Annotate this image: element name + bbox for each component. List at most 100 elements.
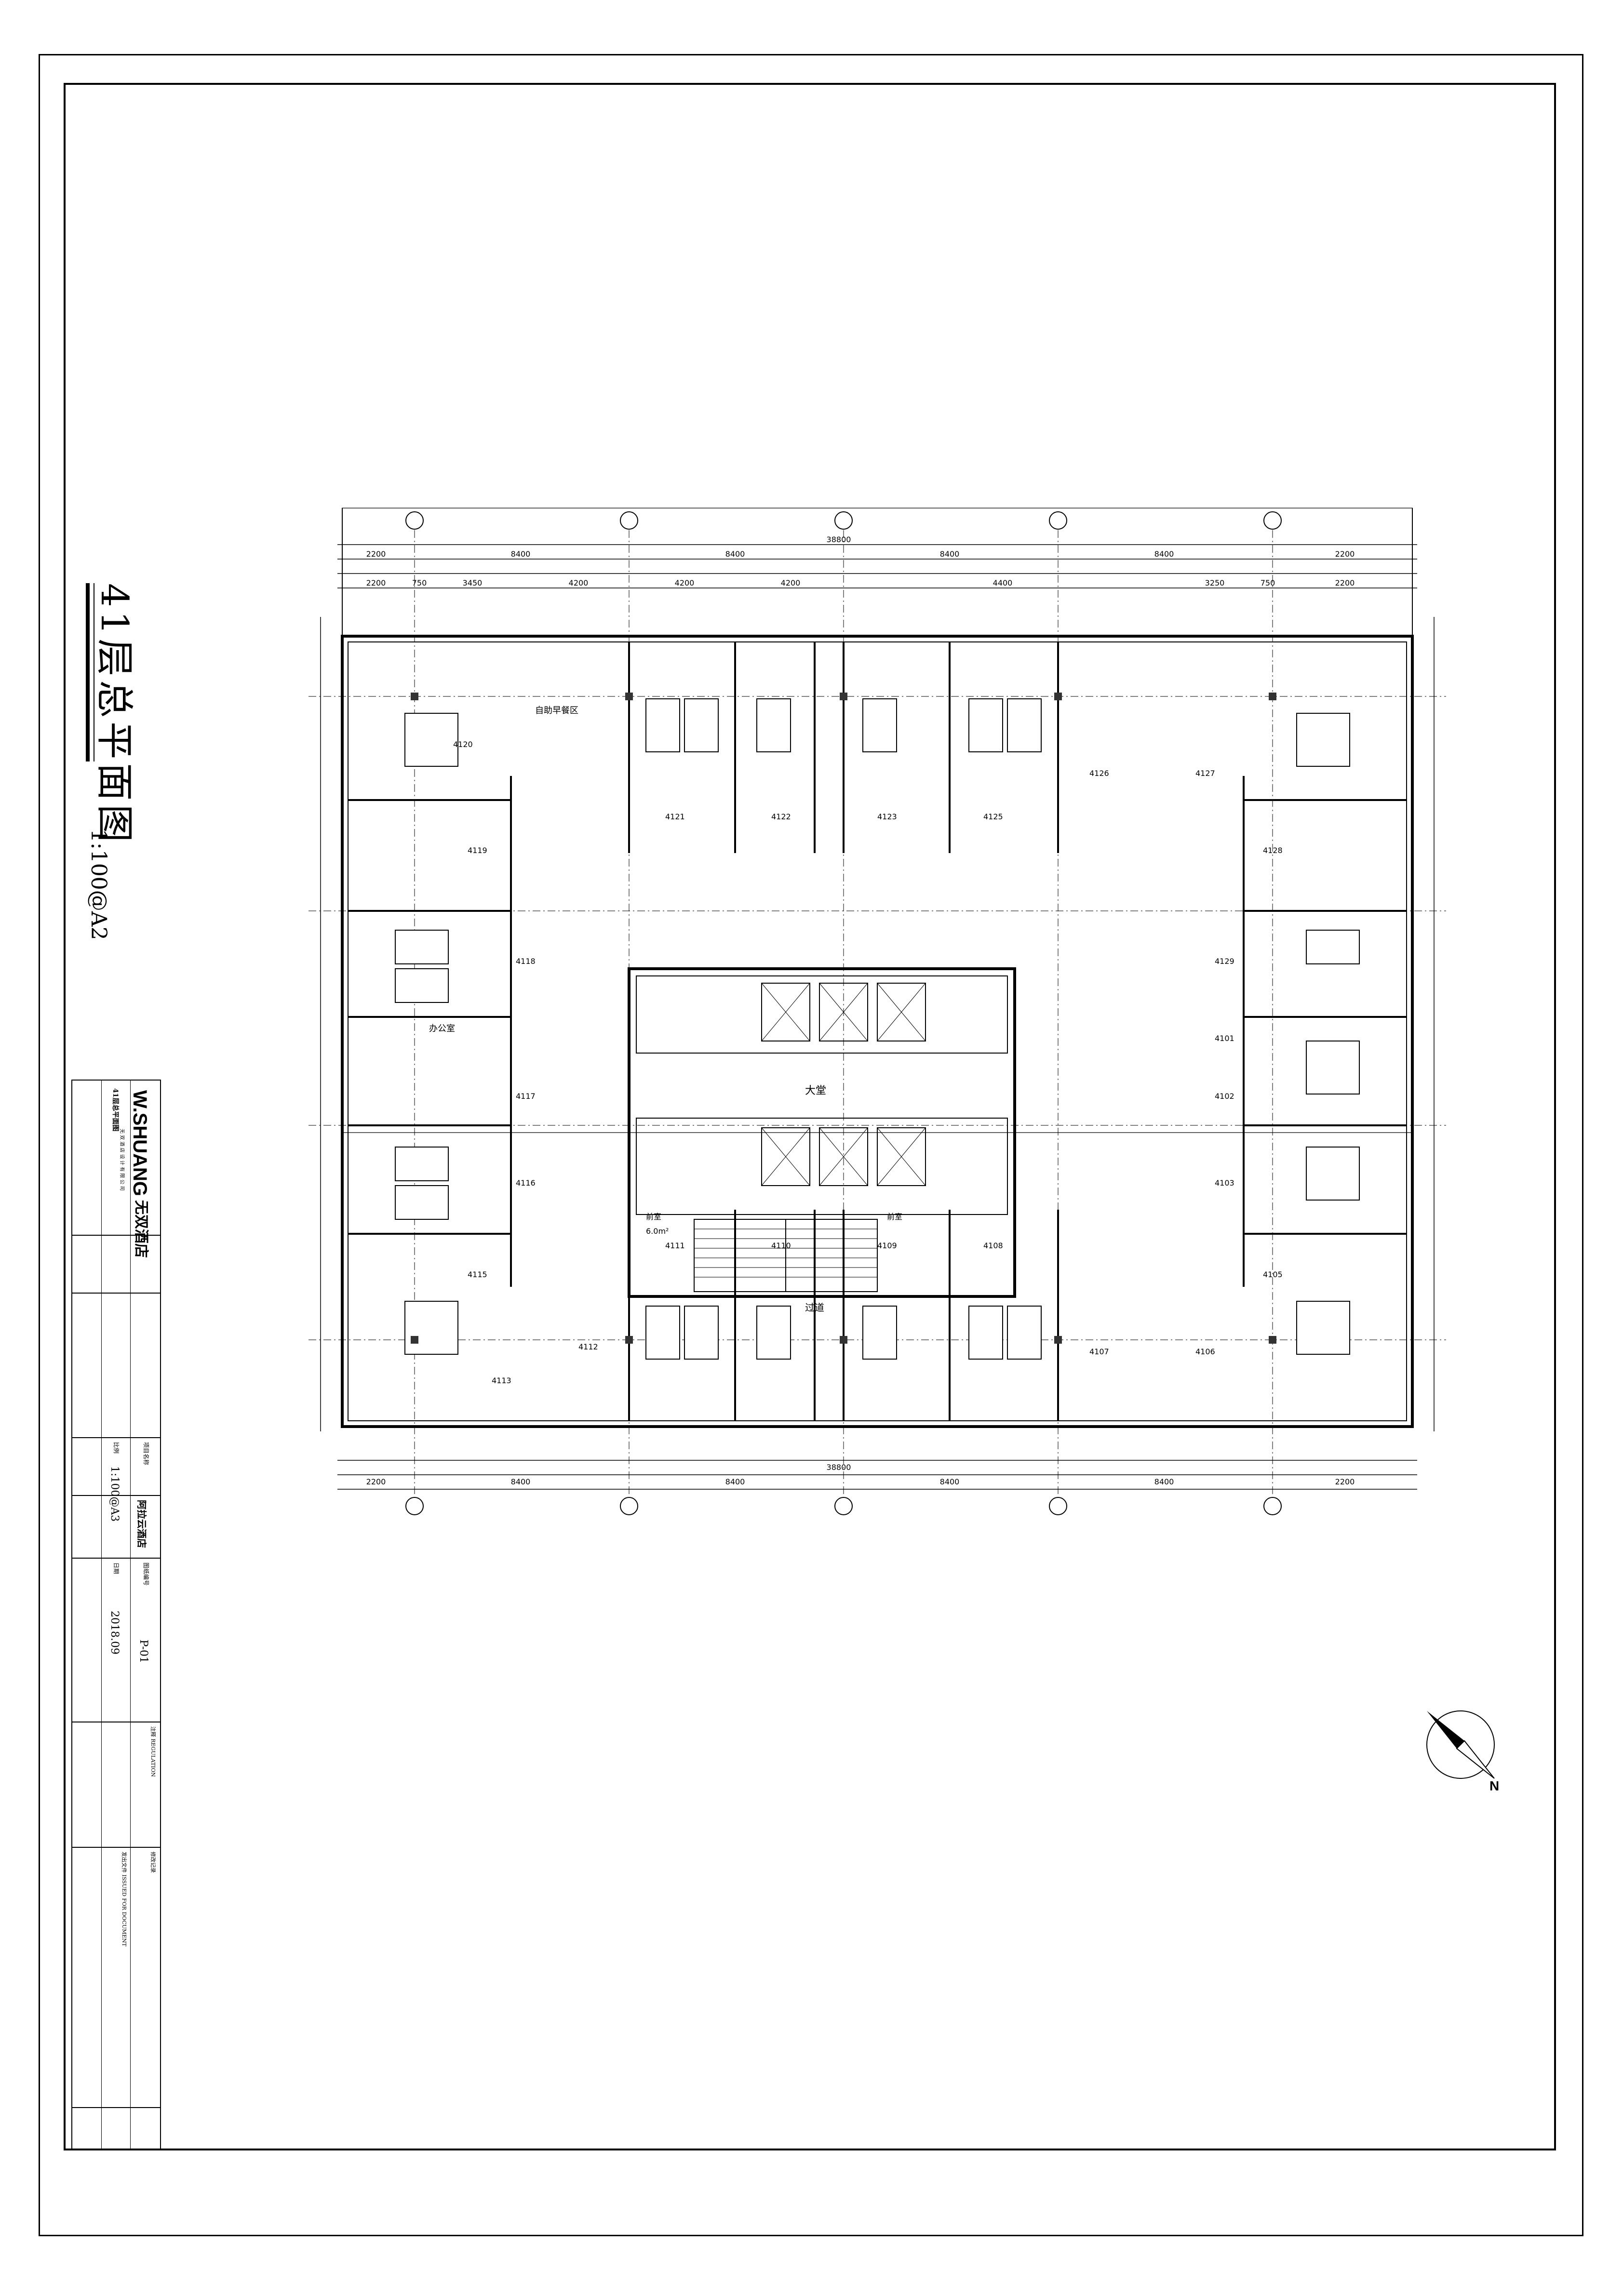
room-number: 4127	[1195, 769, 1215, 778]
bay-dimension: 2200	[366, 1477, 386, 1486]
room-number: 4111	[665, 1241, 685, 1250]
title-block-divider	[72, 1558, 160, 1559]
area-label: 大堂	[805, 1085, 826, 1097]
room-number: 4102	[1215, 1092, 1234, 1101]
north-arrow-icon: N	[1426, 1710, 1499, 1793]
room-number: 4116	[516, 1178, 536, 1188]
grid-bubble	[1263, 1497, 1282, 1515]
bay-dimension: 8400	[725, 549, 745, 559]
column	[1269, 1336, 1276, 1344]
brand-name-cn: 无双酒店	[133, 1200, 149, 1258]
bed	[1007, 1306, 1042, 1360]
date-value: 2018.09	[108, 1611, 121, 1655]
sheet-border-outer	[39, 54, 1583, 2236]
area-label: 前室	[887, 1212, 902, 1221]
bed	[645, 698, 680, 752]
bed	[395, 1185, 449, 1220]
bed	[1306, 1041, 1360, 1095]
lift-car	[819, 1127, 868, 1186]
room-number: 4103	[1215, 1178, 1234, 1188]
bay-dimension: 8400	[940, 1477, 960, 1486]
brand-subtitle: 无 双 酒 店 设 计 有 限 公 司	[119, 1129, 124, 1191]
column	[411, 693, 418, 700]
column	[625, 1336, 633, 1344]
room-number: 4123	[877, 812, 897, 821]
room-number: 4128	[1263, 846, 1283, 855]
overall-dimension: 38800	[827, 535, 851, 544]
room-number: 4101	[1215, 1034, 1234, 1043]
bed	[1296, 1301, 1350, 1355]
bay-dimension: 8400	[725, 1477, 745, 1486]
drawing-name: 41层总平面图	[111, 1088, 119, 1132]
bay-dimension: 8400	[940, 549, 960, 559]
room-dimension: 4200	[675, 578, 695, 587]
grid-bubble	[834, 511, 853, 530]
room-dimension: 750	[412, 578, 427, 587]
room-dimension: 2200	[366, 578, 386, 587]
column	[1054, 1336, 1062, 1344]
bay-dimension: 2200	[1335, 549, 1355, 559]
lift-car	[761, 983, 810, 1041]
bed	[1296, 713, 1350, 767]
title-block-divider	[72, 1495, 160, 1496]
room-dimension: 3450	[463, 578, 483, 587]
scale-label: 比例	[113, 1442, 120, 1454]
room-dimension: 2200	[1335, 578, 1355, 587]
room-dimension: 4200	[781, 578, 801, 587]
bay-dimension: 8400	[511, 549, 531, 559]
bay-dimension: 2200	[1335, 1477, 1355, 1486]
bay-dimension: 8400	[1154, 549, 1174, 559]
room-dimension: 4400	[993, 578, 1013, 587]
area-label: 自助早餐区	[535, 706, 578, 716]
area-label: 6.0m²	[646, 1227, 669, 1236]
room-number: 4126	[1089, 769, 1109, 778]
column	[840, 693, 847, 700]
room-number: 4105	[1263, 1270, 1283, 1279]
grid-bubble	[405, 511, 424, 530]
room-number: 4113	[492, 1376, 511, 1385]
bed	[862, 1306, 897, 1360]
title-underline	[86, 583, 90, 761]
column	[625, 693, 633, 700]
room-dimension: 4200	[569, 578, 589, 587]
room-number: 4108	[983, 1241, 1003, 1250]
drawing-scale: 1:100@A2	[86, 829, 111, 940]
column	[840, 1336, 847, 1344]
lift-car	[877, 1127, 926, 1186]
bed	[404, 713, 458, 767]
grid-bubble	[834, 1497, 853, 1515]
room-number: 4112	[578, 1342, 598, 1351]
bed	[1007, 698, 1042, 752]
grid-bubble	[620, 1497, 638, 1515]
bed	[404, 1301, 458, 1355]
bay-dimension: 8400	[511, 1477, 531, 1486]
room-dimension: 3250	[1205, 578, 1225, 587]
issue-label: 修改记录	[150, 1852, 156, 1873]
column	[1054, 693, 1062, 700]
column	[1269, 693, 1276, 700]
date-label: 日期	[113, 1562, 120, 1575]
bay-dimension: 2200	[366, 549, 386, 559]
room-number: 4120	[453, 740, 473, 749]
bed	[684, 1306, 719, 1360]
grid-bubble	[1049, 511, 1067, 530]
issue-subtitle: 发出文件 ISSUED FOR DOCUMENT	[121, 1852, 127, 1947]
title-block-divider	[72, 1235, 160, 1236]
area-label: 过道	[805, 1302, 824, 1313]
lift-car	[761, 1127, 810, 1186]
brand-logo: W.SHUANG	[129, 1090, 150, 1196]
room-number: 4119	[468, 846, 487, 855]
bed	[1306, 930, 1360, 964]
lift-car	[877, 983, 926, 1041]
bed	[645, 1306, 680, 1360]
drawing-no-label: 图纸编号	[143, 1562, 149, 1586]
area-label: 办公室	[429, 1024, 455, 1034]
bed	[968, 698, 1003, 752]
grid-bubble	[1049, 1497, 1067, 1515]
title-block-divider	[72, 1293, 160, 1294]
room-number: 4110	[771, 1241, 791, 1250]
title-block-divider	[72, 1437, 160, 1438]
drawing-title: 41层总平面图	[93, 583, 136, 846]
lift-bank-lower	[636, 1118, 1008, 1215]
